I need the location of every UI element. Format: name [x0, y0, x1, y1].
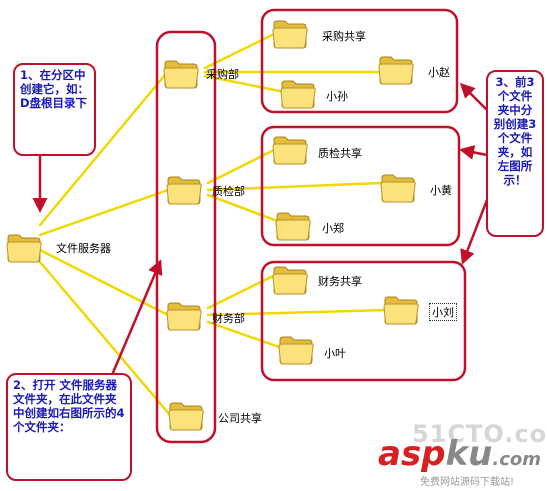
folder-icon[interactable] — [280, 78, 316, 110]
folder-icon[interactable] — [378, 54, 414, 86]
qc-folder-label: 质检部 — [212, 185, 245, 198]
folder-icon[interactable] — [380, 172, 416, 204]
folder-icon[interactable] — [168, 400, 204, 432]
root-folder-label: 文件服务器 — [56, 242, 111, 255]
folder-icon[interactable] — [166, 174, 202, 206]
qc-user-a-label: 小郑 — [322, 222, 344, 235]
folder-icon[interactable] — [272, 134, 308, 166]
connector-purchase-a — [203, 74, 287, 94]
watermark-brand-b: ku — [445, 434, 493, 474]
folder-icon[interactable] — [275, 210, 311, 242]
connector-fin-b — [206, 308, 387, 317]
subfolders-column-outline — [155, 30, 217, 444]
watermark-brand: aspku.com — [378, 436, 541, 478]
connector-qc-a — [206, 193, 282, 224]
folder-icon[interactable] — [6, 232, 42, 264]
folder-icon[interactable] — [278, 334, 314, 366]
folder-icon[interactable] — [166, 300, 202, 332]
qc-group-outline — [260, 125, 461, 247]
watermark-site: 51CTO.com — [412, 420, 547, 448]
watermark-brand-tld: .com — [492, 449, 541, 470]
connector-fin-share — [206, 273, 277, 310]
step3-callout: 3、前3个文件夹中分别创建3个文件夹，如左图所示！ — [486, 70, 544, 237]
purchase-share-label: 采购共享 — [322, 30, 366, 43]
finance-group-outline — [260, 260, 467, 382]
connector-qc-b — [206, 181, 384, 192]
arrow-step3-down — [460, 199, 489, 265]
folder-icon[interactable] — [163, 58, 199, 90]
connector-root-purchase — [38, 73, 167, 227]
folder-icon[interactable] — [272, 264, 308, 296]
arrow-step3-mid — [459, 144, 488, 160]
purchase-folder-label: 采购部 — [206, 68, 239, 81]
connector-root-public — [38, 260, 172, 417]
connector-qc-share — [206, 148, 276, 185]
watermark-tagline: 免费网站源码下载站! — [420, 477, 515, 488]
public-folder-label: 公司共享 — [218, 412, 262, 425]
finance-user-a-label: 小叶 — [324, 347, 346, 360]
folder-icon[interactable] — [272, 18, 308, 50]
connector-root-finance — [38, 248, 170, 317]
purchase-user-a-label: 小孙 — [326, 90, 348, 103]
connector-fin-a — [206, 320, 284, 350]
finance-folder-label: 财务部 — [212, 312, 245, 325]
finance-user-b-label: 小刘 — [429, 303, 457, 321]
purchase-group-outline — [260, 8, 459, 114]
folder-icon[interactable] — [383, 294, 419, 326]
step1-callout: 1、在分区中创建它，如：D盘根目录下 — [13, 63, 96, 156]
purchase-user-b-label: 小赵 — [428, 66, 450, 79]
finance-share-label: 财务共享 — [318, 275, 362, 288]
step2-callout: 2、打开 文件服务器 文件夹，在此文件夹中创建如右图所示的4个文件夹： — [6, 373, 132, 481]
connector-root-qc — [38, 188, 170, 237]
arrow-step3-up — [459, 82, 488, 111]
qc-share-label: 质检共享 — [318, 147, 362, 160]
qc-user-b-label: 小黄 — [430, 184, 452, 197]
watermark-brand-a: asp — [378, 434, 446, 474]
arrow-step2 — [110, 259, 163, 376]
